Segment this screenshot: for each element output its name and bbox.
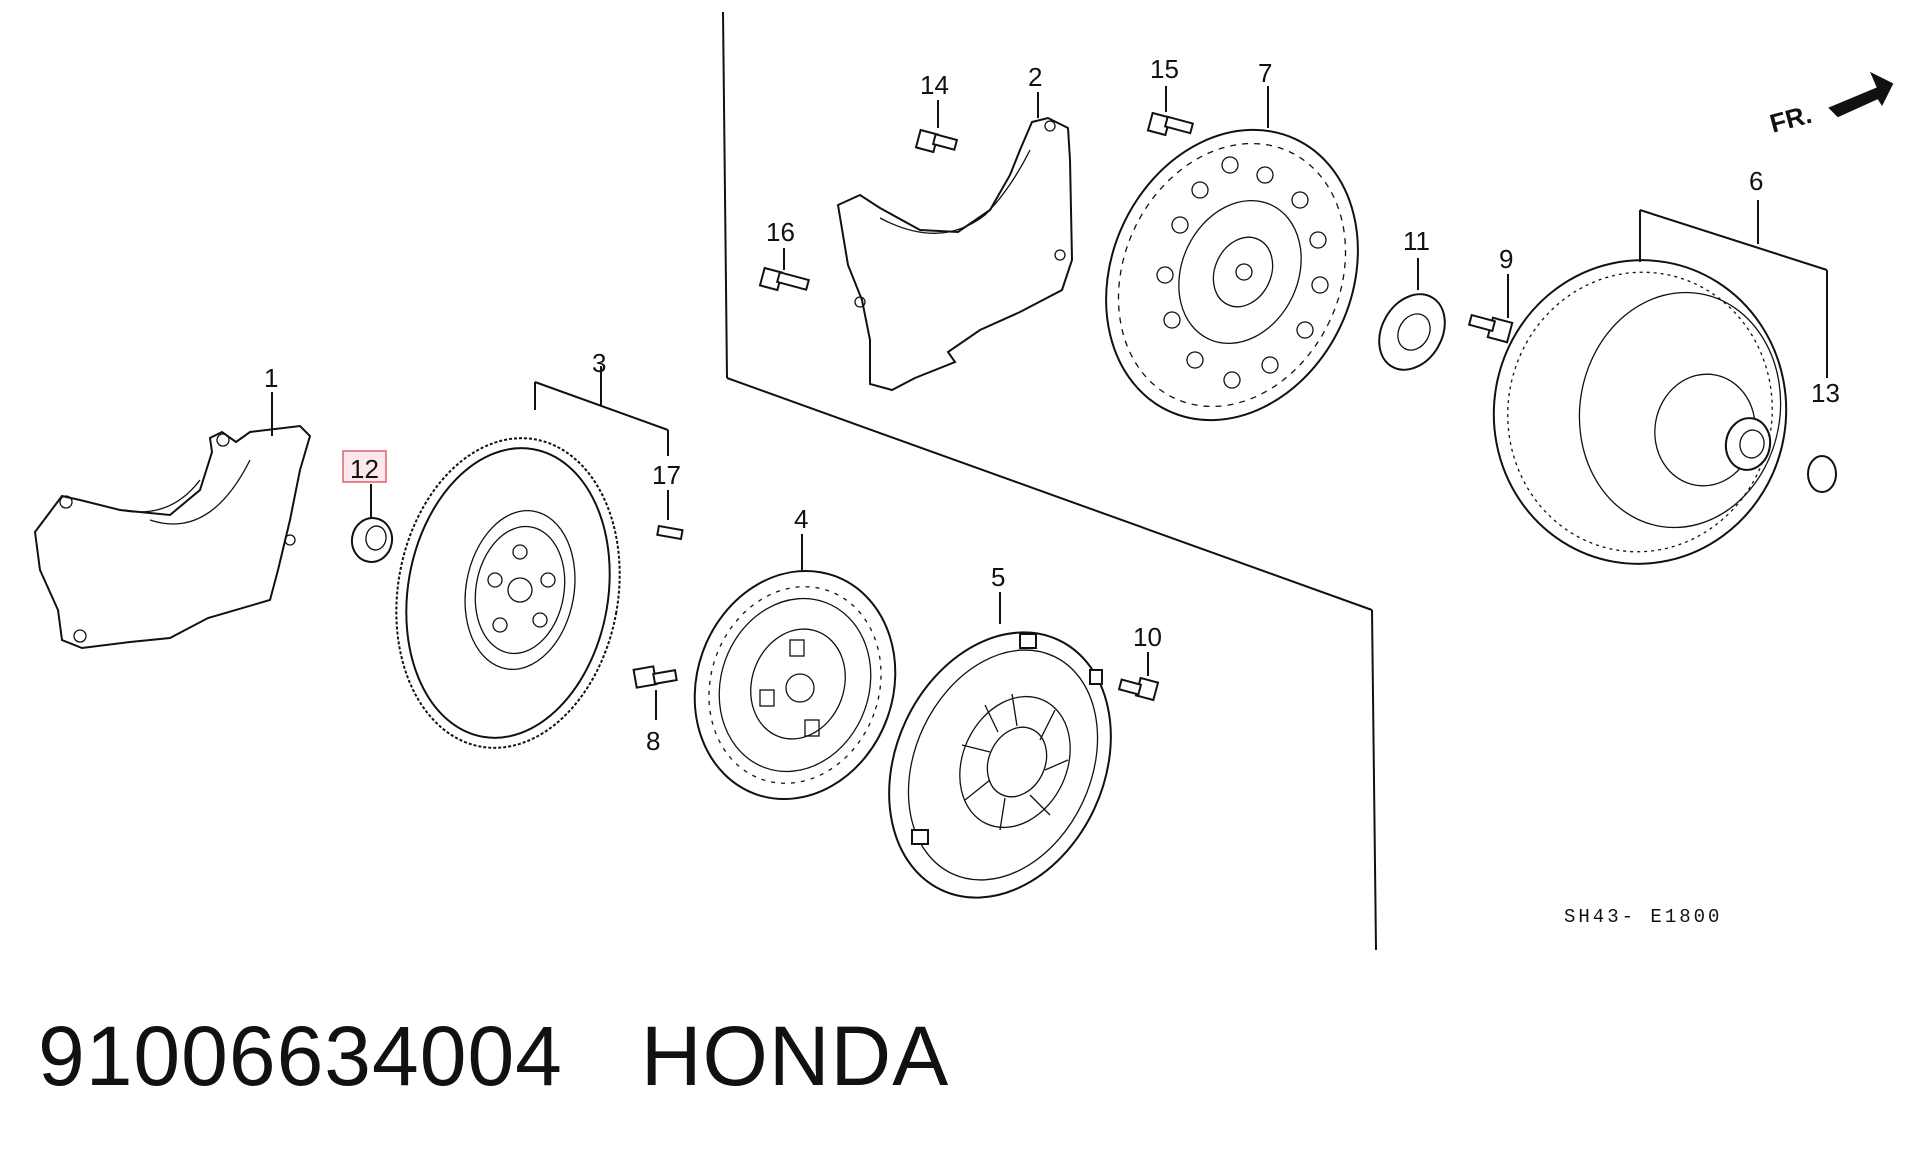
front-marker-label: FR. xyxy=(1767,99,1815,139)
callout-13: 13 xyxy=(1811,378,1840,408)
brand-name: HONDA xyxy=(640,1009,950,1103)
part-10-bolt xyxy=(1117,676,1160,702)
part-8-bolt xyxy=(632,665,678,689)
part-1-cover-plate xyxy=(33,424,312,650)
part-11-plate xyxy=(1378,293,1446,371)
callout-2: 2 xyxy=(1028,62,1042,92)
part-7-drive-plate xyxy=(1105,128,1359,422)
callout-labels: 1 2 3 4 5 6 7 8 9 10 11 12 13 14 15 16 1… xyxy=(264,54,1840,756)
callout-12: 12 xyxy=(350,454,379,484)
diagram-code: SH43- E1800 xyxy=(1564,906,1722,928)
callout-9: 9 xyxy=(1499,244,1513,274)
part-6-torque-converter xyxy=(1492,259,1788,565)
group-bracket-3 xyxy=(534,366,669,456)
section-divider xyxy=(722,11,1377,951)
part-3-flywheel xyxy=(395,437,621,749)
callout-11: 11 xyxy=(1403,226,1430,256)
part-17-dowel-pin xyxy=(656,524,684,541)
callout-4: 4 xyxy=(794,504,808,534)
callout-1: 1 xyxy=(264,363,278,393)
part-14-bolt xyxy=(914,128,959,154)
callout-3: 3 xyxy=(592,348,606,378)
part-15-bolt xyxy=(1146,111,1195,137)
part-number: 91006634004 xyxy=(38,1009,563,1103)
part-2-cover-plate xyxy=(836,116,1074,392)
callout-14: 14 xyxy=(920,70,949,100)
highlight-box xyxy=(342,450,387,483)
part-9-bolt xyxy=(1467,313,1514,344)
callout-7: 7 xyxy=(1258,58,1272,88)
part-16-bolt xyxy=(758,266,811,292)
part-12-pilot-bearing xyxy=(350,517,394,563)
group-bracket-6 xyxy=(1639,200,1828,378)
callout-6: 6 xyxy=(1749,166,1763,196)
part-5-pressure-plate xyxy=(888,631,1112,899)
front-direction-arrow-icon: FR. xyxy=(1767,71,1894,139)
leader-lines xyxy=(271,86,1509,720)
callout-16: 16 xyxy=(766,217,795,247)
caption: 91006634004 HONDA xyxy=(38,1008,949,1105)
part-13-o-ring xyxy=(1807,455,1837,493)
part-4-clutch-disc xyxy=(693,569,897,801)
callout-17: 17 xyxy=(652,460,681,490)
callout-5: 5 xyxy=(991,562,1005,592)
callout-8: 8 xyxy=(646,726,660,756)
callout-10: 10 xyxy=(1133,622,1162,652)
callout-15: 15 xyxy=(1150,54,1179,84)
